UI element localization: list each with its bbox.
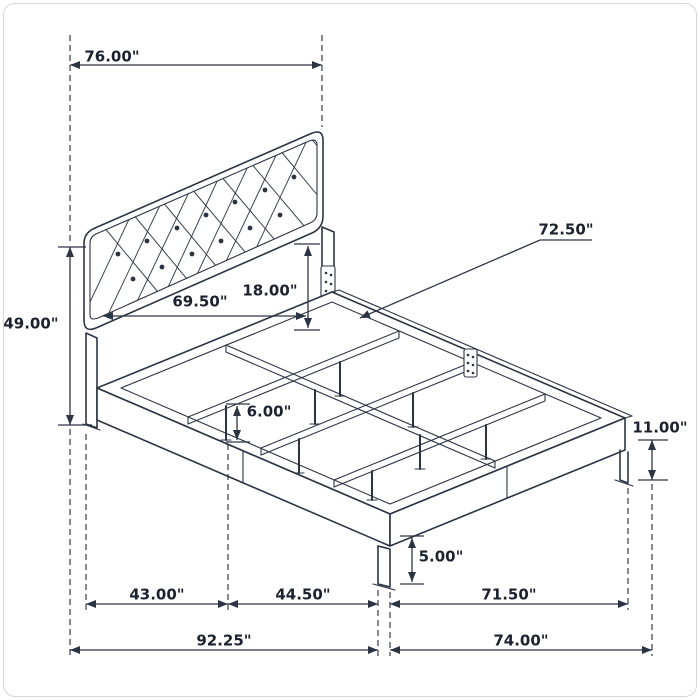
- dim-slat-length-label: 72.50": [538, 221, 593, 239]
- headboard: [83, 131, 324, 331]
- dim-length-to-leg-label: 71.50": [481, 586, 536, 604]
- slat-rails: [187, 330, 546, 488]
- dim-headboard-drop-label: 18.00": [242, 282, 297, 300]
- dim-foot-leg-label: 5.00": [419, 548, 464, 566]
- tufting-buttons: [115, 174, 297, 282]
- dim-depth-b-label: 44.50": [275, 586, 330, 604]
- rail-bracket: [463, 348, 478, 378]
- dim-overall-height-label: 49.00": [3, 315, 58, 333]
- dimension-lines: [58, 35, 668, 656]
- bed-line-art: [82, 131, 634, 591]
- dim-rail-floor-label: 11.00": [632, 419, 687, 437]
- headboard-bracket: [320, 265, 336, 300]
- dimension-labels: 76.00" 72.50" 69.50" 18.00" 49.00" 6.00"…: [3, 48, 687, 650]
- corner-legs: [372, 449, 634, 591]
- dim-overall-width-label: 76.00": [84, 48, 139, 66]
- dim-depth-a-label: 43.00": [129, 586, 184, 604]
- dim-center-leg-label: 6.00": [247, 403, 292, 421]
- dim-overall-length-label: 74.00": [493, 632, 548, 650]
- headboard-tufting: [90, 140, 317, 319]
- center-support-legs: [220, 361, 492, 501]
- dim-headboard-width-label: 69.50": [172, 293, 227, 311]
- dim-overall-depth-label: 92.25": [196, 632, 251, 650]
- bed-frame: [96, 289, 633, 547]
- dim-leader-slat-length: [359, 239, 592, 319]
